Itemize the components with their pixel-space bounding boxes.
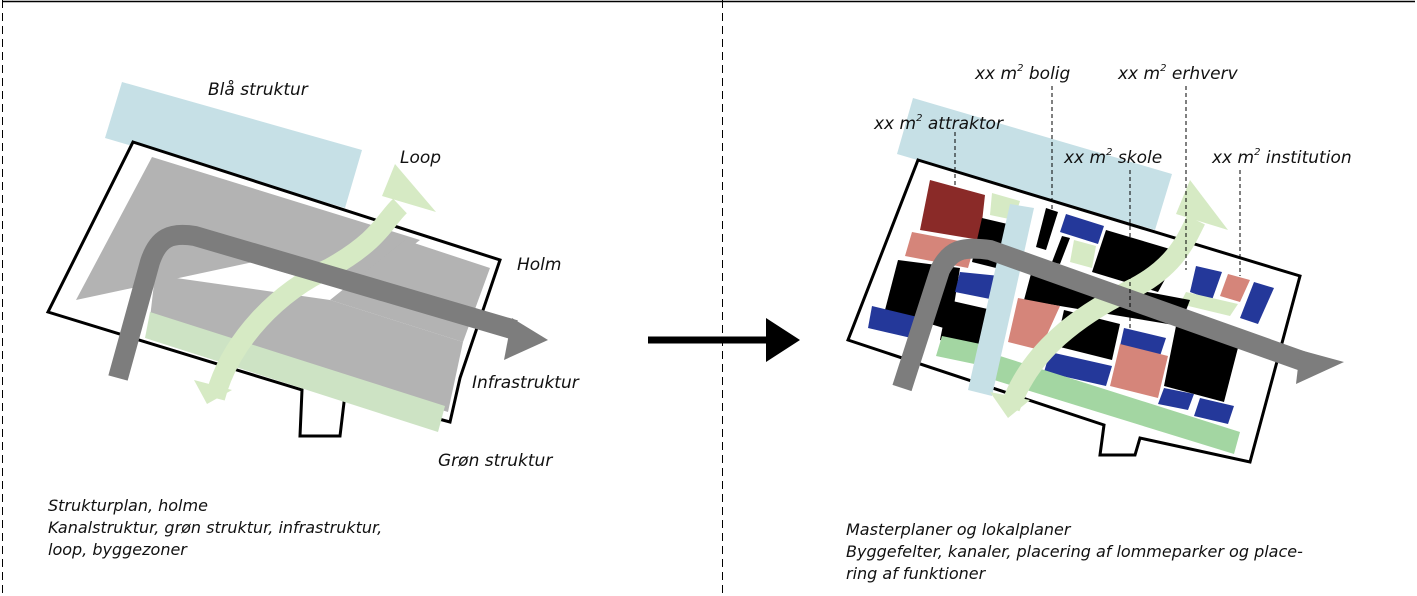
label-institution: xx m2 institution	[1212, 147, 1352, 168]
block-erhverv-e	[1240, 282, 1274, 324]
left-diagram	[45, 82, 548, 438]
label-holm: Holm	[517, 255, 562, 275]
loop-arrow-head-top	[382, 164, 436, 212]
left-caption: Strukturplan, holme Kanalstruktur, grøn …	[48, 495, 382, 561]
block-erhverv-c	[1060, 214, 1104, 244]
right-caption-line: Byggefelter, kanaler, placering af lomme…	[846, 542, 1303, 561]
label-blue-structure: Blå struktur	[208, 80, 308, 100]
block-attraktor	[920, 180, 985, 240]
park-b	[1070, 240, 1096, 268]
label-green-structure: Grøn struktur	[438, 451, 553, 471]
block-erhverv-d	[1190, 266, 1222, 300]
block-institution	[1220, 274, 1250, 302]
label-erhverv: xx m2 erhverv	[1118, 63, 1238, 84]
transition-arrow-head	[766, 318, 800, 362]
infrastructure-arrow-head	[504, 318, 548, 360]
label-skole: xx m2 skole	[1064, 147, 1163, 168]
label-bolig: xx m2 bolig	[975, 63, 1071, 84]
label-loop: Loop	[400, 148, 442, 168]
right-caption-line: ring af funktioner	[846, 564, 986, 583]
blue-structure-band-right	[897, 98, 1172, 230]
block-erhverv-i	[1194, 398, 1234, 424]
block-bolig-d	[1036, 208, 1058, 250]
right-caption-line: Masterplaner og lokalplaner	[846, 520, 1071, 539]
green-park-band-right	[994, 356, 1240, 454]
block-erhverv-f	[1120, 328, 1166, 356]
block-skole-b	[1008, 298, 1060, 350]
right-caption: Masterplaner og lokalplaner Byggefelter,…	[846, 519, 1303, 585]
infrastructure-arrow-right	[892, 238, 1309, 392]
loop-arrow-head-bottom	[194, 380, 232, 404]
left-caption-line: Strukturplan, holme	[48, 496, 208, 515]
right-diagram	[846, 86, 1344, 464]
blue-structure-band	[105, 82, 362, 208]
block-bolig-i	[1164, 326, 1240, 402]
label-infrastructure: Infrastruktur	[472, 373, 579, 393]
build-zone-lower	[150, 275, 463, 412]
block-erhverv-b	[955, 272, 1000, 300]
park-c	[1180, 292, 1238, 316]
green-structure-band	[145, 312, 445, 432]
block-bolig-c	[940, 300, 992, 350]
left-caption-line: Kanalstruktur, grøn struktur, infrastruk…	[48, 518, 383, 537]
block-erhverv-g	[1044, 352, 1112, 386]
loop-arrow-right-head-top	[1176, 180, 1228, 230]
infrastructure-arrow	[108, 224, 518, 381]
block-skole-c	[1110, 344, 1168, 398]
block-erhverv-h	[1158, 388, 1194, 410]
infrastructure-arrow-right-head	[1296, 350, 1344, 384]
left-caption-line: loop, byggezoner	[48, 540, 187, 559]
loop-arrow-right-head-bottom	[990, 392, 1030, 418]
label-attraktor: xx m2 attraktor	[874, 113, 1003, 134]
block-bolig-e	[1052, 236, 1070, 264]
